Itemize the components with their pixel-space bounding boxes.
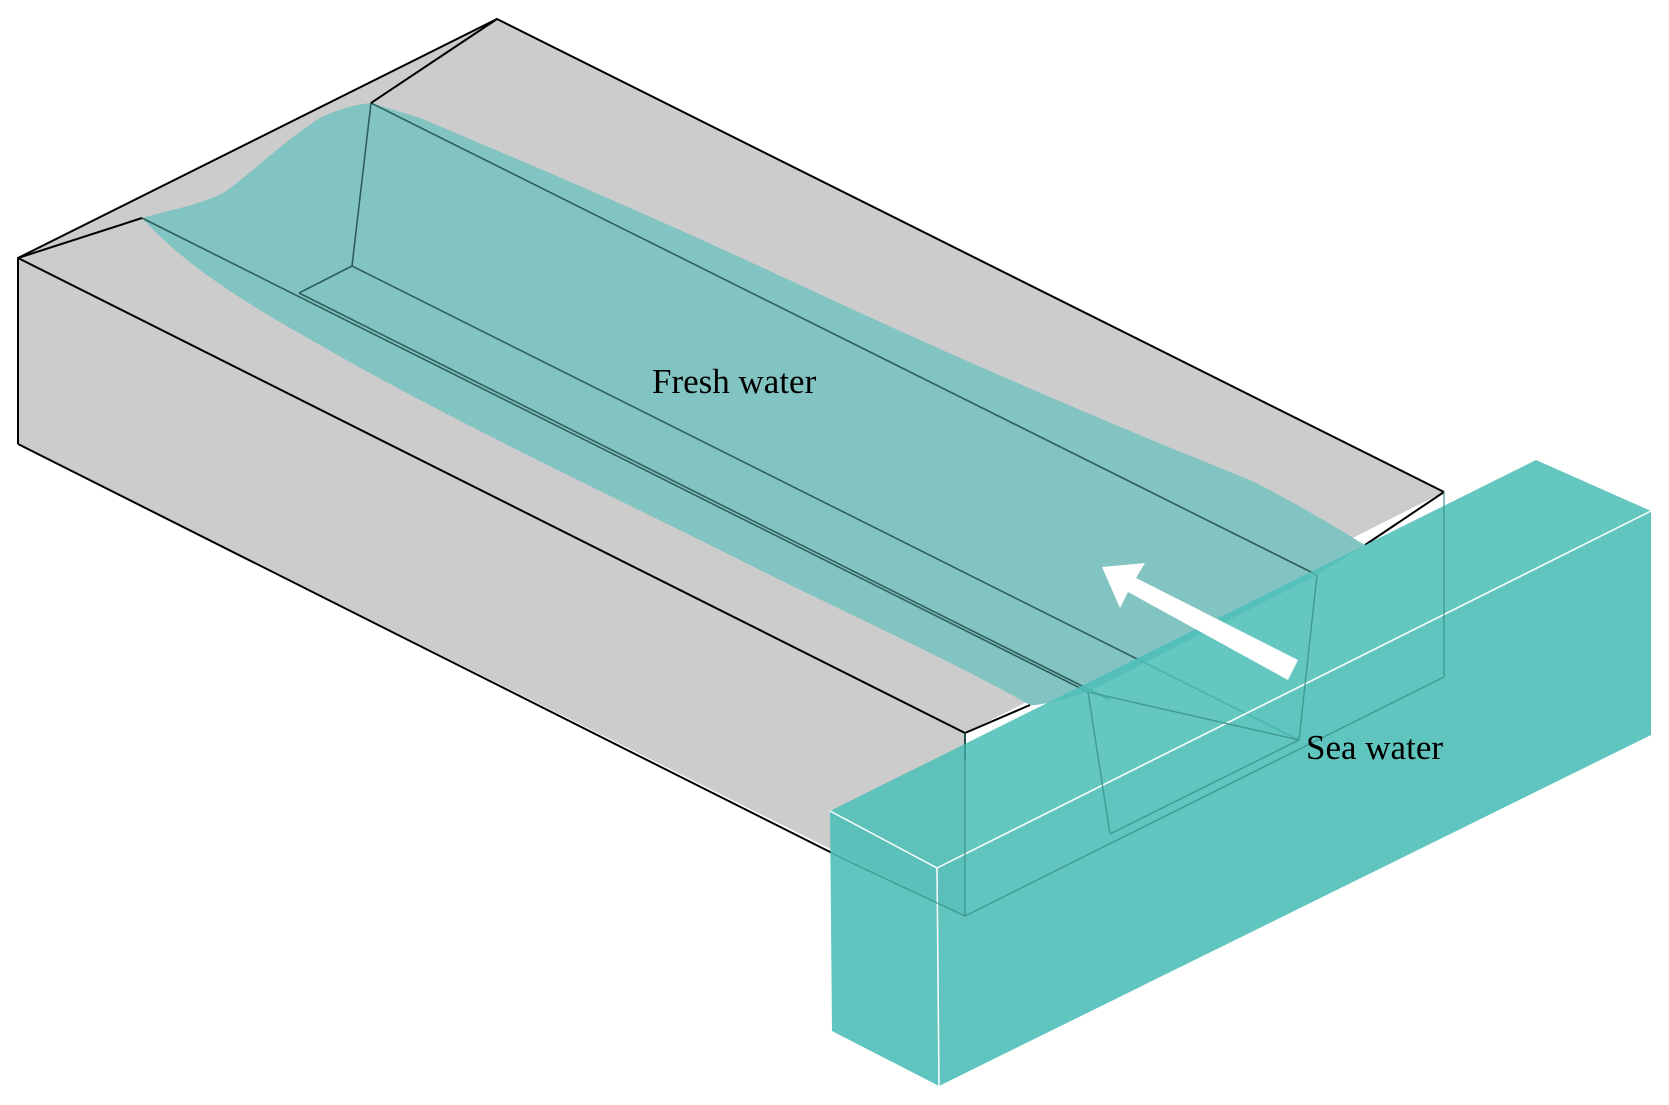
channel-floor-back	[298, 265, 353, 294]
land-front-face	[18, 258, 965, 916]
sea-water-label: Sea water	[1306, 728, 1444, 767]
channel-left-rim	[141, 217, 1089, 693]
fresh-water-label: Fresh water	[652, 362, 817, 401]
sea-water-block	[829, 460, 1652, 1087]
land-outline	[17, 17, 1445, 863]
sea-top-face	[830, 460, 1651, 868]
sea-side-face	[830, 811, 939, 1086]
channel-right-rim	[370, 102, 1318, 576]
sea-front-face	[937, 511, 1651, 1086]
arrow-up-left-icon	[1102, 563, 1298, 680]
channel-back-wall-edge	[351, 102, 372, 267]
channel-floor-left	[298, 292, 1111, 701]
fresh-water-surface	[142, 103, 1365, 706]
